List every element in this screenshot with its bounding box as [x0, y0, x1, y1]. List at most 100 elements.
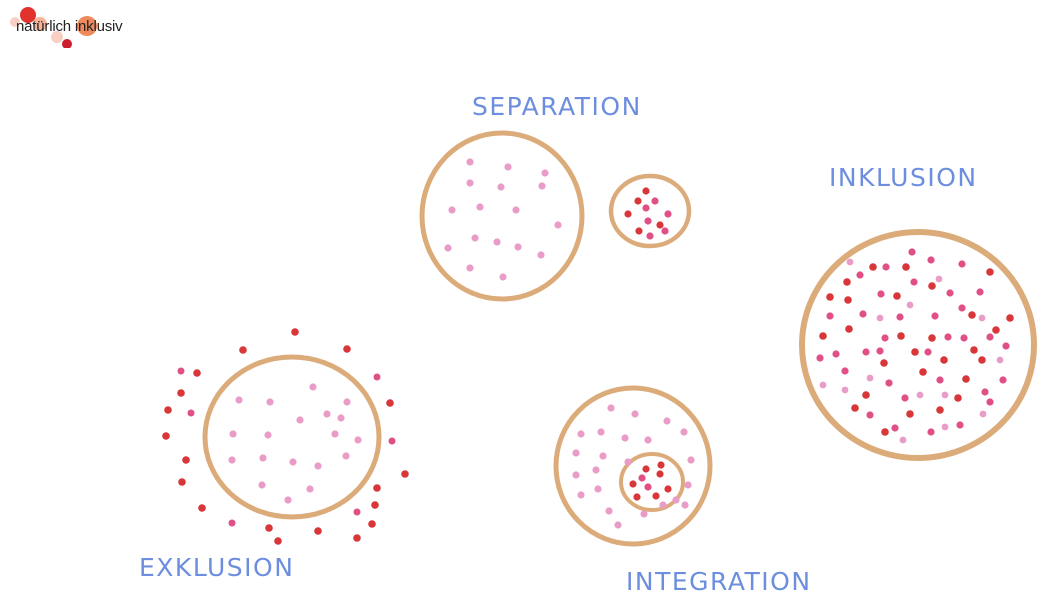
- integration-person-dot: [621, 434, 629, 442]
- exklusion-person-dot: [373, 373, 381, 381]
- inklusion-person-dot: [882, 263, 890, 271]
- exklusion-person-dot: [388, 437, 396, 445]
- separation-person-dot: [493, 238, 501, 246]
- separation-person-dot: [471, 234, 479, 242]
- inklusion-person-dot: [843, 278, 851, 286]
- exklusion-person-dot: [229, 430, 237, 438]
- inklusion-person-dot: [877, 290, 885, 298]
- integration-person-dot: [577, 430, 585, 438]
- inklusion-person-dot: [910, 278, 918, 286]
- inklusion-person-dot: [908, 248, 916, 256]
- inklusion-person-dot: [958, 304, 966, 312]
- exklusion-person-dot: [401, 470, 409, 478]
- separation-person-dot: [664, 210, 672, 218]
- integration-outer-ring: [553, 385, 713, 547]
- separation-person-dot: [499, 273, 507, 281]
- integration-person-dot: [642, 465, 650, 473]
- inklusion-person-dot: [891, 424, 899, 432]
- integration-person-dot: [594, 485, 602, 493]
- exklusion-person-dot: [177, 389, 185, 397]
- separation-main-ring: [419, 130, 585, 302]
- exklusion-person-dot: [342, 452, 350, 460]
- separation-small-ring: [608, 173, 692, 249]
- integration-person-dot: [684, 481, 692, 489]
- inklusion-person-dot: [911, 348, 919, 356]
- inklusion-person-dot: [962, 375, 970, 383]
- inklusion-person-dot: [1002, 342, 1010, 350]
- separation-person-dot: [651, 197, 659, 205]
- separation-person-dot: [635, 227, 643, 235]
- inklusion-person-dot: [986, 268, 994, 276]
- inklusion-person-dot: [826, 293, 834, 301]
- integration-person-dot: [644, 483, 652, 491]
- inklusion-person-dot: [928, 334, 936, 342]
- separation-person-dot: [497, 183, 505, 191]
- inklusion-person-dot: [876, 347, 884, 355]
- inklusion-person-dot: [956, 421, 964, 429]
- separation-person-dot: [504, 163, 512, 171]
- inklusion-person-dot: [919, 368, 927, 376]
- exklusion-person-dot: [291, 328, 299, 336]
- inklusion-person-dot: [832, 350, 840, 358]
- exklusion-person-dot: [314, 527, 322, 535]
- exklusion-person-dot: [258, 481, 266, 489]
- inklusion-person-dot: [936, 406, 944, 414]
- exklusion-ring: [202, 354, 382, 520]
- inklusion-person-dot: [866, 411, 874, 419]
- exklusion-person-dot: [331, 430, 339, 438]
- integration-person-dot: [577, 491, 585, 499]
- inklusion-person-dot: [968, 311, 976, 319]
- logo-dot: [77, 16, 97, 36]
- exklusion-person-dot: [353, 534, 361, 542]
- integration-person-dot: [572, 449, 580, 457]
- inklusion-person-dot: [896, 313, 904, 321]
- separation-person-dot: [537, 251, 545, 259]
- separation-person-dot: [444, 244, 452, 252]
- integration-person-dot: [659, 501, 667, 509]
- integration-person-dot: [644, 436, 652, 444]
- inklusion-person-dot: [876, 314, 884, 322]
- separation-person-dot: [512, 206, 520, 214]
- integration-person-dot: [597, 428, 605, 436]
- inklusion-person-dot: [826, 312, 834, 320]
- integration-person-dot: [633, 493, 641, 501]
- inklusion-person-dot: [844, 296, 852, 304]
- integration-person-dot: [657, 461, 665, 469]
- exklusion-person-dot: [228, 519, 236, 527]
- inklusion-person-dot: [970, 346, 978, 354]
- inklusion-person-dot: [935, 275, 943, 283]
- exklusion-person-dot: [259, 454, 267, 462]
- inklusion-person-dot: [869, 263, 877, 271]
- separation-person-dot: [448, 206, 456, 214]
- integration-person-dot: [607, 404, 615, 412]
- inklusion-person-dot: [941, 423, 949, 431]
- inklusion-person-dot: [859, 310, 867, 318]
- integration-person-dot: [605, 507, 613, 515]
- inklusion-person-dot: [927, 256, 935, 264]
- inklusion-person-dot: [897, 332, 905, 340]
- separation-person-dot: [644, 217, 652, 225]
- inklusion-person-dot: [902, 263, 910, 271]
- logo-dot: [20, 7, 36, 23]
- integration-person-dot: [629, 480, 637, 488]
- exklusion-person-dot: [198, 504, 206, 512]
- integration-person-dot: [631, 410, 639, 418]
- separation-person-dot: [466, 264, 474, 272]
- brand-name: natürlich inklusiv: [16, 18, 123, 35]
- inklusion-person-dot: [931, 312, 939, 320]
- integration-inner-ring: [619, 452, 685, 512]
- label-separation: SEPARATION: [472, 92, 642, 121]
- inklusion-person-dot: [846, 258, 854, 266]
- integration-person-dot: [640, 510, 648, 518]
- inklusion-person-dot: [862, 348, 870, 356]
- exklusion-person-dot: [265, 524, 273, 532]
- exklusion-person-dot: [368, 520, 376, 528]
- exklusion-person-dot: [284, 496, 292, 504]
- exklusion-person-dot: [182, 456, 190, 464]
- logo-dot: [62, 39, 72, 48]
- dot-layer: [162, 158, 1014, 545]
- separation-person-dot: [541, 169, 549, 177]
- integration-person-dot: [687, 456, 695, 464]
